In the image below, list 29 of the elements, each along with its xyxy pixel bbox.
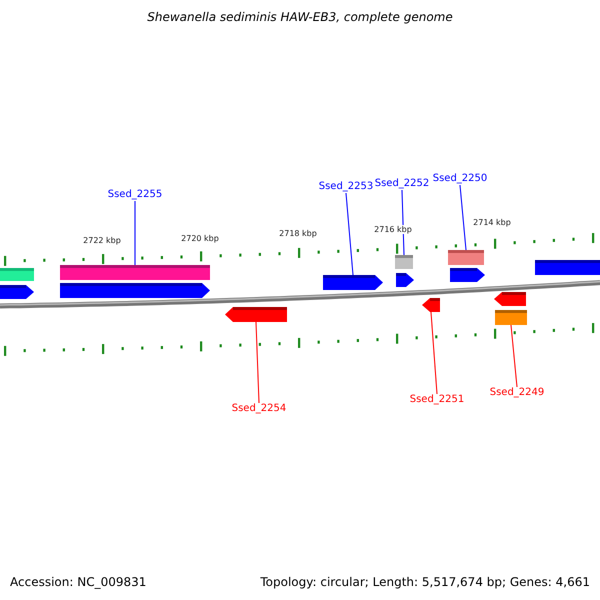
- gene-label: Ssed_2250: [432, 173, 488, 185]
- scale-label: 2718 kbp: [279, 229, 317, 238]
- leader-line: [346, 192, 354, 276]
- gene-label: Ssed_2253: [318, 181, 374, 193]
- footer-text: Topology: circular; Length: 5,517,674 bp; Genes: 4,661: [260, 575, 590, 589]
- gene-feature: [395, 255, 413, 269]
- gene-label: Ssed_2251: [410, 394, 464, 406]
- leader-line: [256, 322, 260, 404]
- gene-feature: [422, 298, 440, 312]
- gene-feature: [495, 310, 527, 325]
- gene-label: Ssed_2254: [232, 403, 286, 415]
- title: Shewanella sediminis HAW-EB3, complete genome: [146, 10, 454, 24]
- scale-label: 2722 kbp: [83, 236, 121, 245]
- gene-label: Ssed_2252: [374, 178, 430, 190]
- scale-label: 2720 kbp: [181, 234, 219, 243]
- gene-label: Ssed_2255: [108, 189, 162, 201]
- leader-line: [430, 312, 438, 394]
- gene-feature: [448, 250, 484, 265]
- gene-feature: [225, 307, 287, 322]
- scale-label: 2716 kbp: [374, 225, 412, 234]
- scale-label: 2714 kbp: [473, 218, 511, 227]
- leader-line: [510, 324, 518, 388]
- footer-text: Accession: NC_009831: [10, 575, 146, 589]
- leader-line: [402, 190, 404, 256]
- gene-label: Ssed_2249: [490, 387, 544, 399]
- leader-line: [134, 200, 136, 266]
- gene-feature: [60, 265, 210, 280]
- gene-feature: [323, 275, 383, 290]
- leader-line: [460, 184, 466, 250]
